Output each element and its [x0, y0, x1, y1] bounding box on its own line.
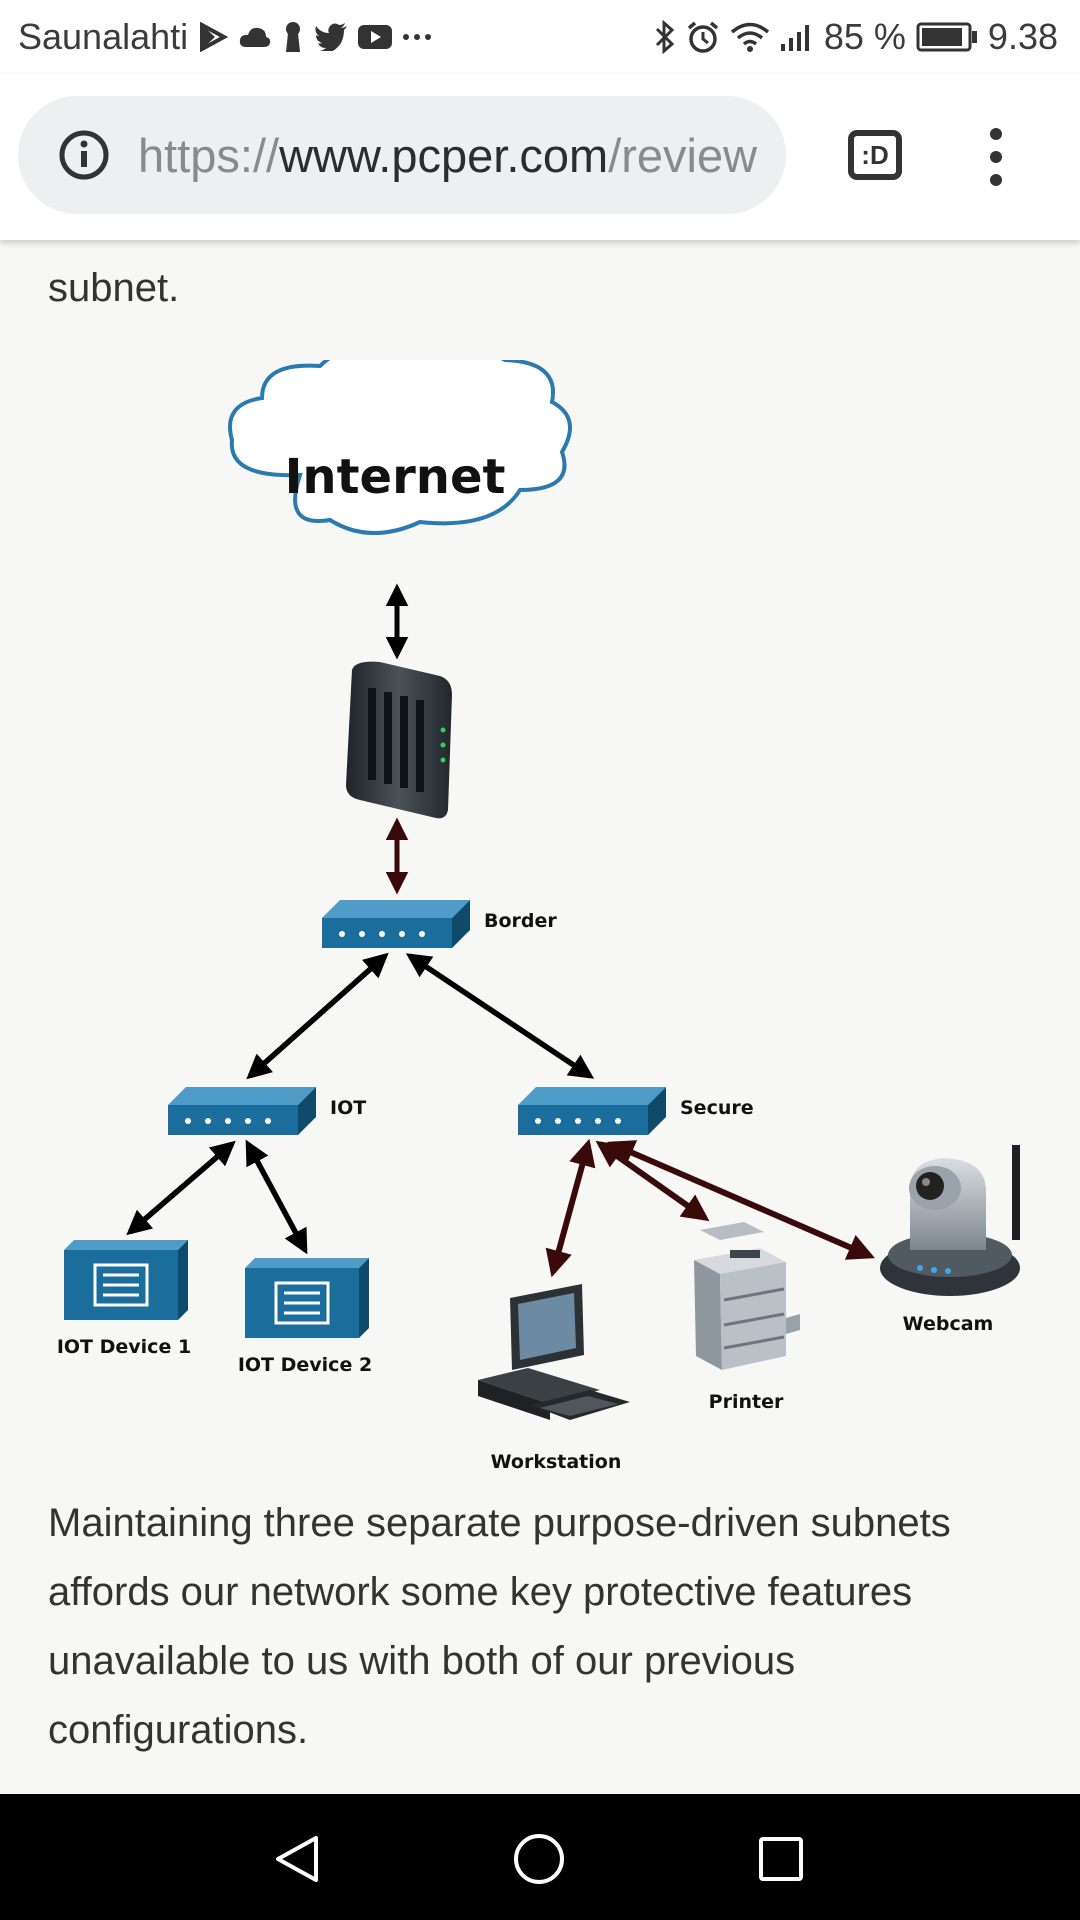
browser-toolbar: https://www.pcper.com/review :D [0, 74, 1080, 240]
webcam-icon [880, 1145, 1020, 1296]
intro-fragment: subnet. [48, 266, 180, 310]
secure-label: Secure [680, 1097, 754, 1119]
iot-device-2-icon [245, 1258, 369, 1338]
more-notifications-icon [403, 34, 432, 40]
navigation-bar [0, 1794, 1080, 1920]
alarm-icon [687, 21, 718, 53]
keyhole-icon [286, 22, 301, 52]
overflow-menu-icon[interactable] [978, 124, 1014, 190]
carrier-name: Saunalahti [18, 16, 189, 57]
recents-icon[interactable] [756, 1834, 806, 1884]
iot-device-1-icon [64, 1240, 188, 1320]
border-label: Border [484, 910, 557, 932]
iot-device-2-label: IOT Device 2 [238, 1354, 372, 1376]
link-secure-printer [595, 1140, 710, 1222]
internet-cloud: Internet [228, 360, 572, 535]
printer-label: Printer [709, 1391, 784, 1413]
url-text[interactable]: https://www.pcper.com/review [138, 128, 757, 183]
modem-icon [346, 661, 452, 819]
link-border-secure [405, 953, 595, 1079]
battery-percent: 85 % [823, 16, 906, 57]
battery-icon [916, 22, 977, 52]
url-scheme: https:// [138, 128, 280, 182]
wifi-icon [730, 22, 769, 52]
bluetooth-icon [655, 20, 675, 54]
info-icon[interactable] [58, 129, 110, 181]
iot-device-1-label: IOT Device 1 [57, 1336, 191, 1358]
link-secure-webcam [607, 1140, 875, 1260]
article-paragraph: Maintaining three separate purpose-drive… [48, 1501, 951, 1752]
link-secure-workstation [545, 1138, 596, 1278]
address-bar[interactable]: https://www.pcper.com/review [18, 96, 786, 214]
internet-label: Internet [285, 449, 506, 505]
url-path: /review [608, 128, 758, 182]
tab-switcher-label: :D [861, 139, 889, 170]
link-iot-device1 [126, 1140, 236, 1236]
printer-icon [694, 1222, 800, 1370]
tab-switcher-button[interactable]: :D [848, 130, 902, 180]
border-switch-icon [322, 900, 470, 948]
network-diagram: Internet Border IOT Secure [57, 360, 1020, 1473]
status-left: Saunalahti [18, 16, 432, 58]
iot-label: IOT [330, 1097, 366, 1119]
signal-icon [780, 25, 809, 51]
twitter-icon [314, 23, 348, 51]
webcam-label: Webcam [903, 1313, 994, 1335]
back-icon[interactable] [270, 1832, 324, 1886]
workstation-icon [478, 1284, 630, 1420]
link-border-iot [246, 952, 389, 1080]
home-icon[interactable] [512, 1832, 566, 1886]
youtube-icon [358, 25, 393, 49]
status-bar: Saunalahti 85 % 9.38 [0, 0, 1080, 74]
secure-switch-icon [518, 1087, 666, 1135]
status-right: 85 % 9.38 [654, 16, 1058, 58]
cloud-icon [240, 27, 271, 47]
play-store-icon [200, 22, 229, 52]
link-iot-device2 [245, 1139, 308, 1255]
iot-switch-icon [168, 1087, 316, 1135]
clock-time: 9.38 [987, 16, 1058, 57]
workstation-label: Workstation [491, 1451, 622, 1473]
url-host: www.pcper.com [279, 128, 609, 182]
